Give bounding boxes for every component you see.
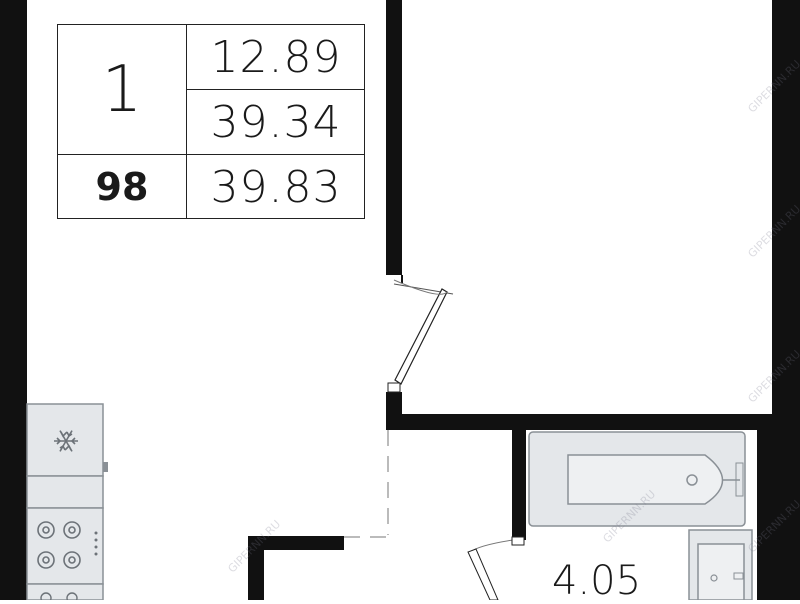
door-bathroom	[467, 536, 525, 600]
apartment-number: 98	[58, 155, 187, 219]
bathroom-area-label: 4.05	[552, 558, 642, 604]
bathtub	[528, 431, 746, 527]
snowflake-icon	[54, 430, 78, 452]
wall-room-bottom	[386, 414, 800, 430]
area-value-3: 39.83	[210, 161, 342, 213]
wall-left	[0, 0, 27, 600]
wall-stub-vertical	[248, 536, 264, 600]
area-value-1: 12.89	[187, 25, 365, 90]
counter	[26, 475, 104, 509]
door-room	[387, 275, 454, 393]
wall-bathroom-right	[757, 430, 772, 600]
wall-right	[772, 0, 800, 600]
apartment-info-table: 1 98 12.89 39.34 39.83	[57, 24, 365, 219]
wall-stub-bottom	[248, 536, 344, 550]
opening-dashed	[344, 430, 389, 538]
area-value-2: 39.34	[187, 90, 365, 155]
wall-partition-upper	[386, 0, 402, 275]
sink	[688, 529, 753, 600]
sink-kitchen	[26, 583, 104, 600]
wall-bathroom-left	[512, 430, 526, 540]
cooktop-icon	[26, 507, 104, 585]
rooms-count: 1	[58, 25, 187, 155]
